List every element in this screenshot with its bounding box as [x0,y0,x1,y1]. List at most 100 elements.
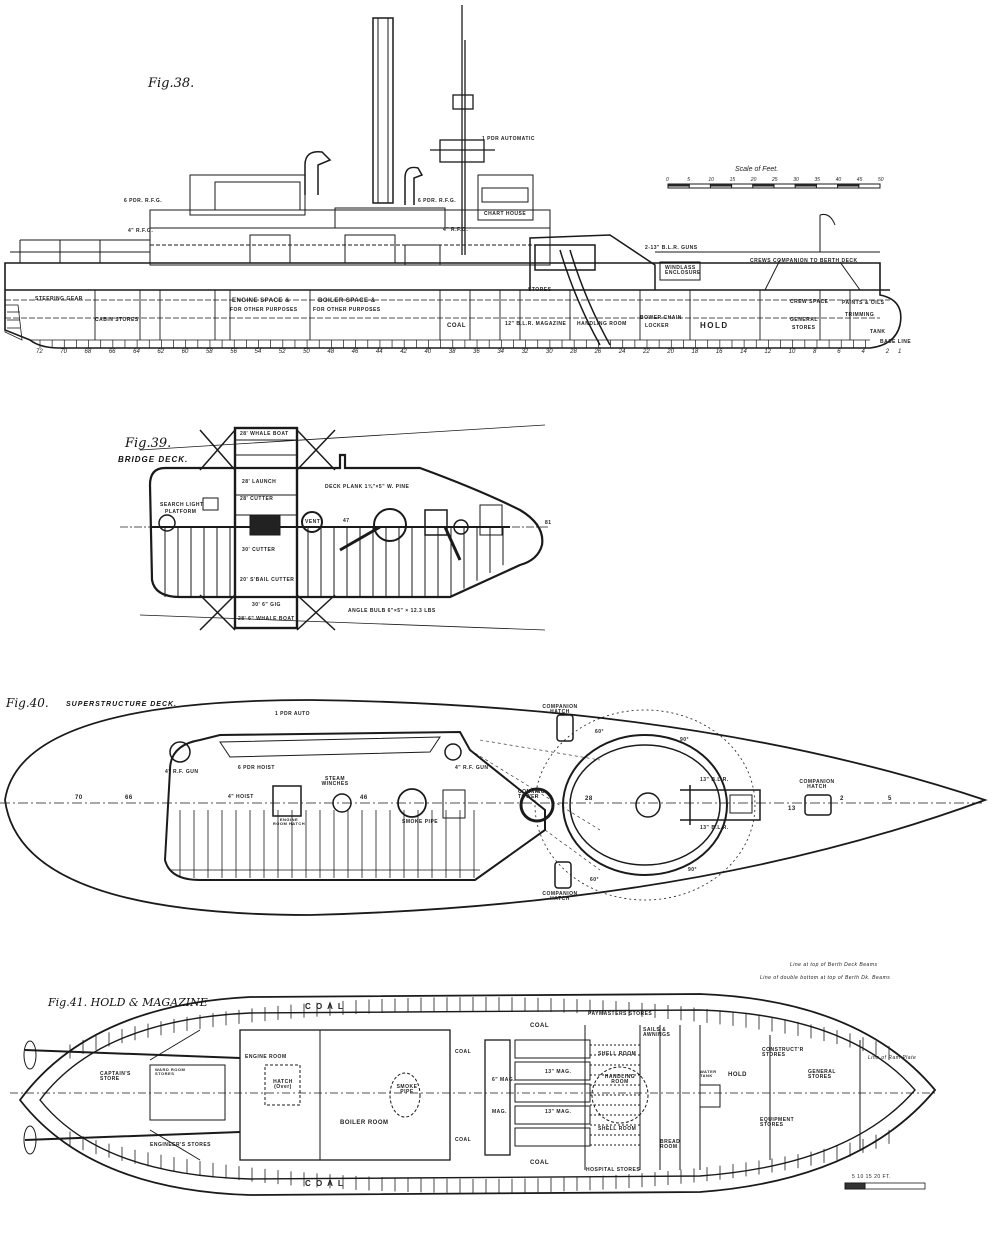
label-paymasters-stores: PAYMASTERS STORES [588,1011,653,1017]
label-gig: 30' 6" GIG [252,602,281,608]
scale-tick-label: 35 [814,177,820,183]
label-general: GENERAL [790,317,818,323]
label-coal-fwd-bottom: COAL [530,1160,549,1166]
forecastle [655,214,880,291]
label-smoke-pipe: SMOKE PIPE [396,1084,418,1095]
companion-hatch-top [556,714,574,742]
frame-number: 42 [400,349,407,355]
frame-number: 18 [691,349,699,355]
frame-number: 60 [181,349,189,355]
frame-number: 44 [375,349,383,355]
frame-number: 40 [424,349,432,355]
companion-hatch-fwd [804,794,832,816]
frame-number: 70 [60,349,67,355]
ventilators [304,151,424,205]
label-equipment-stores: EQUIPMENT STORES [760,1117,795,1128]
label-locker: LOCKER [645,323,670,329]
scale-tick-label: 45 [856,177,863,183]
label-engineers-stores: ENGINEER'S STORES [150,1142,211,1148]
frame-number: 68 [84,349,92,355]
label-4in-fwd: 4" R.F.G. [443,227,469,233]
frame-number: 62 [157,349,165,355]
label-frame-5: 5 [888,796,892,802]
frame-number: 16 [715,349,723,355]
label-13in-blr-bottom: 13" B.L.R. [700,825,729,831]
label-general-stores: GENERAL STORES [808,1069,836,1080]
scale-tick-label: 10 [708,177,714,183]
label-handling-room: HANDLING ROOM [577,321,627,327]
label-arc-90-bottom: 90° [688,867,698,873]
label-6in-mag: 6" MAG. [492,1077,516,1083]
label-base-line: BASE LINE [880,339,912,345]
frame-number: 58 [205,349,213,355]
frame-number: 22 [643,349,650,355]
fig41-title: Fig.41. HOLD & MAGAZINE [48,996,208,1009]
frame-number: 24 [618,349,626,355]
label-coal: COAL [447,323,466,329]
conning-tower [519,787,555,823]
stern-rudder [4,304,23,341]
label-shell-room-top: SHELL ROOM [598,1051,637,1057]
scale-tick-label: 40 [835,177,842,183]
companion-hatch-bottom [554,861,572,889]
label-6pdr-fwd: 6 PDR. R.F.G. [418,198,457,204]
frame-number: 64 [133,349,140,355]
frame-number: 6 [837,349,841,355]
smoke-pipe-circle [373,508,407,542]
frame-number: 26 [594,349,602,355]
fig40-subtitle: SUPERSTRUCTURE DECK. [66,701,178,708]
scale-tick-label: 15 [729,177,736,183]
deck-planks [164,527,504,597]
label-windlass: WINDLASS ENCLOSURE [665,265,701,276]
frame-number: 12 [764,349,772,355]
frame-number: 10 [788,349,796,355]
label-conning-tower: CONNING TOWER [518,789,546,800]
label-1pdr-automatic: 1 PDR AUTOMATIC [482,136,535,142]
fig40-title: Fig.40. [6,696,49,710]
label-construct-stores: CONSTRUCT'R STORES [762,1047,804,1058]
label-search-light: SEARCH LIGHT [160,502,204,508]
label-trimming: TRIMMING [845,312,875,318]
label-4in-aft: 4" R.F.G. [128,228,154,234]
label-tank: TANK [870,329,886,335]
label-cutter-28: 28' CUTTER [240,496,274,502]
label-frame-66: 66 [125,795,133,801]
fig38-title: Fig.38. [148,76,195,91]
label-1pdr-auto: 1 PDR AUTO [275,711,311,717]
label-companion-hatch-bottom: COMPANION HATCH [542,891,578,902]
frame-number: 32 [521,349,529,355]
label-engine-room: ENGINE ROOM [245,1054,287,1060]
label-coal-top: C O A L [305,1002,345,1011]
fig39-title: Fig.39. [125,436,172,451]
smoke-pipe-circle [397,788,427,818]
label-coal-fwd-top: COAL [530,1023,549,1029]
label-13in-guns: 2-13" B.L.R. GUNS [645,245,698,251]
frame-ticks [39,340,866,348]
label-handling-room: HANDLING ROOM [604,1074,636,1085]
frame-number: 2 [885,349,890,355]
label-frame-2: 2 [840,796,844,802]
smoke-pipe [372,17,394,204]
label-sail-cutter: 20' S'BAIL CUTTER [240,577,295,583]
frame-number: 30 [545,349,553,355]
label-hold: HOLD [700,321,729,330]
deck-planks [170,810,480,878]
frame-number: 50 [303,349,310,355]
label-general-stores: STORES [792,325,816,331]
label-whale-boat-top: 28' WHALE BOAT [240,431,289,437]
label-frame-28: 28 [585,796,593,802]
fig39-subtitle: BRIDGE DECK. [118,455,189,464]
scale-title: Scale of Feet. [735,166,779,173]
label-steam-winches: STEAM WINCHES [321,776,349,787]
magazines [514,1025,701,1170]
label-captains-store: CAPTAIN'S STORE [100,1071,131,1082]
label-vent: VENT [305,519,321,525]
frame-number: 72 [36,349,43,355]
label-boiler-space: BOILER SPACE & [318,298,376,304]
label-chart-house: CHART HOUSE [484,211,527,217]
label-boiler-space-purpose: FOR OTHER PURPOSES [313,307,381,313]
label-hold: HOLD [728,1072,747,1078]
bulkheads [94,290,851,340]
